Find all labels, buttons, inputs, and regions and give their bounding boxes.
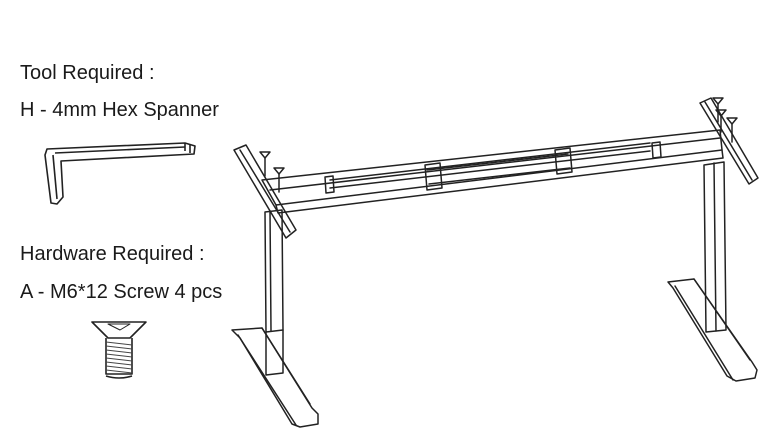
desk-frame-illustration [231, 97, 759, 428]
tool-item-label: H - 4mm Hex Spanner [20, 99, 219, 121]
tool-required-heading: Tool Required : [20, 62, 155, 84]
hex-key-icon [44, 142, 196, 205]
countersunk-screw-icon [91, 321, 147, 379]
hardware-item-label: A - M6*12 Screw 4 pcs [20, 281, 223, 303]
hardware-required-heading: Hardware Required : [20, 243, 205, 265]
